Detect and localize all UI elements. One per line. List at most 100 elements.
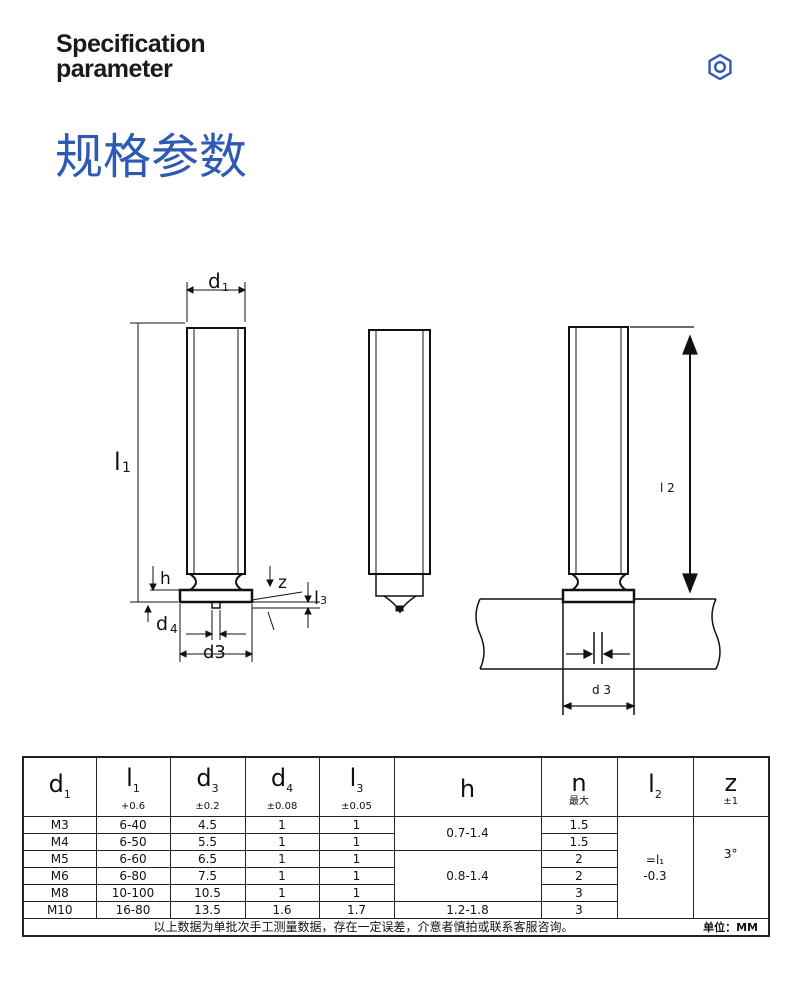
table-cell: 3 <box>540 884 618 902</box>
table-cell: 1.5 <box>540 833 618 851</box>
header-cell: d3 ±0.2 <box>169 756 246 817</box>
label-d4-sub: 4 <box>170 622 178 636</box>
header-cell: h <box>393 756 542 817</box>
table-cell: 6-40 <box>95 816 171 834</box>
l2-value-line2: -0.3 <box>643 868 667 883</box>
table-cell: 1 <box>244 850 320 868</box>
label-d1-sub: 1 <box>222 281 229 294</box>
header-symbol: d1 <box>48 769 71 801</box>
header-tolerance: ±1 <box>723 796 739 807</box>
table-cell: 1 <box>318 850 395 868</box>
label-h: h <box>160 569 171 589</box>
header-symbol: d4 <box>270 763 294 795</box>
header-symbol: d3 <box>196 763 219 795</box>
header-symbol: h <box>459 775 476 803</box>
header-tolerance: +0.6 <box>120 801 146 813</box>
right-view-dimensions <box>562 326 698 710</box>
table-cell: 2 <box>540 867 618 885</box>
header-cell: l2 <box>616 756 694 817</box>
table-cell: M10 <box>22 901 97 919</box>
header-symbol: z <box>724 769 738 797</box>
table-note-row: 单位：MM 以上数据为单批次手工测量数据，存在一定误差，介意者慎拍或联系客服咨询。 <box>22 918 770 937</box>
label-d3: d3 <box>203 642 226 663</box>
table-cell: 1 <box>318 816 395 834</box>
table-cell: 1 <box>244 884 320 902</box>
table-cell: M6 <box>22 867 97 885</box>
table-cell: 3 <box>540 901 618 919</box>
left-view-stud <box>178 327 254 609</box>
table-cell: 13.5 <box>169 901 246 919</box>
header-symbol: l1 <box>126 763 140 795</box>
table-cell: 2 <box>540 850 618 868</box>
right-view-stud <box>561 326 636 604</box>
table-cell: 3° <box>692 816 770 919</box>
hex-nut-icon <box>708 53 732 81</box>
table-cell: 6-50 <box>95 833 171 851</box>
header-symbol: n <box>571 769 587 797</box>
table-cell: 1 <box>244 867 320 885</box>
header-tolerance: ±0.05 <box>341 801 372 813</box>
middle-view-stud <box>368 329 431 614</box>
header-symbol: l2 <box>648 769 662 801</box>
table-cell: 1 <box>244 816 320 834</box>
chinese-title: 规格参数 <box>55 129 248 185</box>
header-cell: l3 ±0.05 <box>318 756 395 817</box>
table-cell: 5.5 <box>169 833 246 851</box>
table-cell: 6.5 <box>169 850 246 868</box>
table-cell: M8 <box>22 884 97 902</box>
table-cell: 1.5 <box>540 816 618 834</box>
table-cell: 4.5 <box>169 816 246 834</box>
label-z: z <box>278 573 287 593</box>
label-l1-sub: 1 <box>122 460 131 476</box>
table-cell: 0.7-1.4 <box>393 816 542 851</box>
header-symbol: l3 <box>349 763 364 795</box>
table-cell: 6-80 <box>95 867 171 885</box>
header-cell: l1 +0.6 <box>95 756 171 817</box>
right-view-plate <box>475 598 721 715</box>
table-cell: 16-80 <box>95 901 171 919</box>
label-l3-sub: 3 <box>320 594 327 607</box>
english-title-line2: parameter <box>56 55 173 83</box>
english-title-line1: Specification <box>56 30 206 58</box>
header-tolerance: ±0.08 <box>266 801 298 813</box>
unit-label: 单位：MM <box>703 920 758 934</box>
table-cell: 7.5 <box>169 867 246 885</box>
header-cell: d1 <box>22 756 97 817</box>
label-l2: l 2 <box>660 481 675 495</box>
header-tolerance: ±0.2 <box>195 801 220 813</box>
table-cell: 10.5 <box>169 884 246 902</box>
header-cell: d4 ±0.08 <box>244 756 320 817</box>
table-cell: 1.6 <box>244 901 320 919</box>
label-d1: d <box>208 269 221 293</box>
table-cell: 0.8-1.4 <box>393 850 542 902</box>
label-l3: l <box>314 588 319 609</box>
table-cell: M4 <box>22 833 97 851</box>
label-d4: d <box>156 613 168 635</box>
label-d3-right: d 3 <box>592 683 611 697</box>
l2-value-line1: =l₁ <box>645 852 665 867</box>
header-tolerance: 最大 <box>569 796 589 807</box>
table-cell: 1 <box>318 867 395 885</box>
header-cell: z±1 <box>692 756 770 817</box>
table-cell: 1.7 <box>318 901 395 919</box>
table-cell: 1 <box>318 884 395 902</box>
table-cell: 1 <box>318 833 395 851</box>
table-cell: 1.2-1.8 <box>393 901 542 919</box>
left-view-dimensions <box>130 282 320 662</box>
english-title: Specification parameter <box>56 30 206 83</box>
table-cell: 10-100 <box>95 884 171 902</box>
note-cell: 单位：MM 以上数据为单批次手工测量数据，存在一定误差，介意者慎拍或联系客服咨询。 <box>22 918 770 937</box>
table-cell: 1 <box>244 833 320 851</box>
label-l1: l <box>114 448 121 476</box>
technical-drawing: d 1 l 1 h z l 3 d 4 d3 <box>114 269 721 715</box>
note-text: 以上数据为单批次手工测量数据，存在一定误差，介意者慎拍或联系客服咨询。 <box>153 919 574 934</box>
table-cell: M3 <box>22 816 97 834</box>
left-view-labels: d 1 l 1 h z l 3 d 4 d3 <box>114 269 327 663</box>
